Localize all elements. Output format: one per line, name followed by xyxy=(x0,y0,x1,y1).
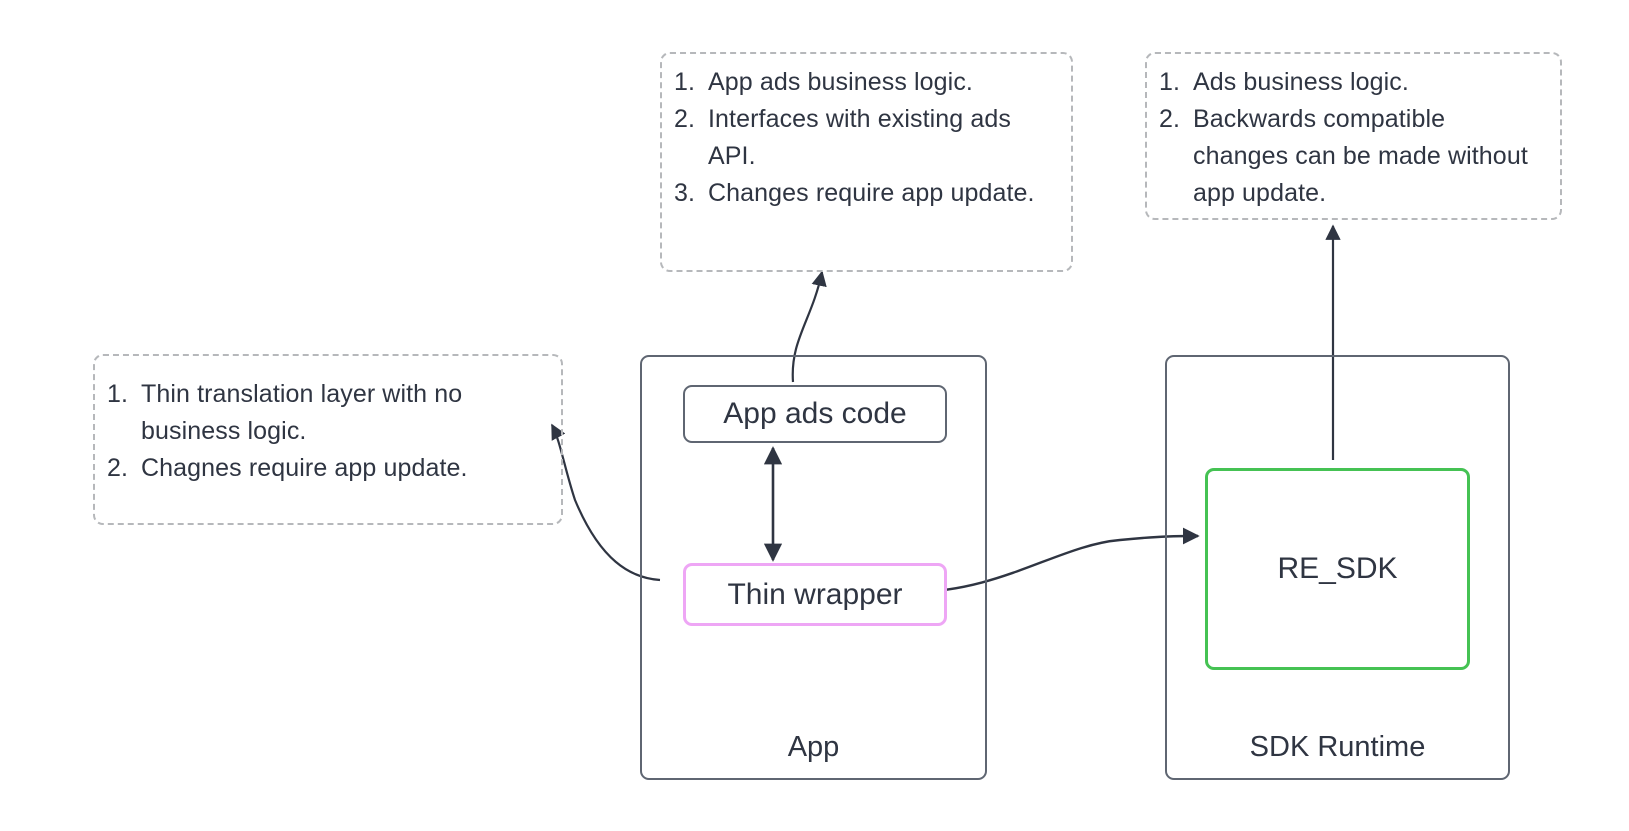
container-sdk-runtime-label: SDK Runtime xyxy=(1249,731,1426,763)
note-item: Chagnes require app update. xyxy=(107,450,468,487)
note-item: Ads business logic. xyxy=(1159,64,1409,101)
container-app: App xyxy=(640,355,987,780)
note-re-sdk-list: Ads business logic. Backwards compatible… xyxy=(1159,64,1546,212)
container-app-label: App xyxy=(787,731,840,763)
node-thin-wrapper[interactable]: Thin wrapper xyxy=(683,563,947,626)
note-thin-wrapper: Thin translation layer with no business … xyxy=(93,354,563,525)
note-item: App ads business logic. xyxy=(674,64,973,101)
note-thin-wrapper-list: Thin translation layer with no business … xyxy=(107,376,547,487)
note-app-ads-code-list: App ads business logic. Interfaces with … xyxy=(674,64,1057,212)
note-item: Interfaces with existing ads API. xyxy=(674,101,1011,170)
note-app-ads-code: App ads business logic. Interfaces with … xyxy=(660,52,1073,272)
note-item: Changes require app update. xyxy=(674,175,1035,212)
note-re-sdk: Ads business logic. Backwards compatible… xyxy=(1145,52,1562,220)
note-item: Backwards compatible changes can be made… xyxy=(1159,101,1528,207)
node-app-ads-code[interactable]: App ads code xyxy=(683,385,947,443)
note-item: Thin translation layer with no business … xyxy=(107,376,463,445)
node-thin-wrapper-label: Thin wrapper xyxy=(727,577,903,611)
node-re-sdk-label: RE_SDK xyxy=(1277,552,1398,585)
node-re-sdk[interactable]: RE_SDK xyxy=(1205,468,1470,670)
node-app-ads-code-label: App ads code xyxy=(723,397,907,430)
container-sdk-runtime: SDK Runtime xyxy=(1165,355,1510,780)
